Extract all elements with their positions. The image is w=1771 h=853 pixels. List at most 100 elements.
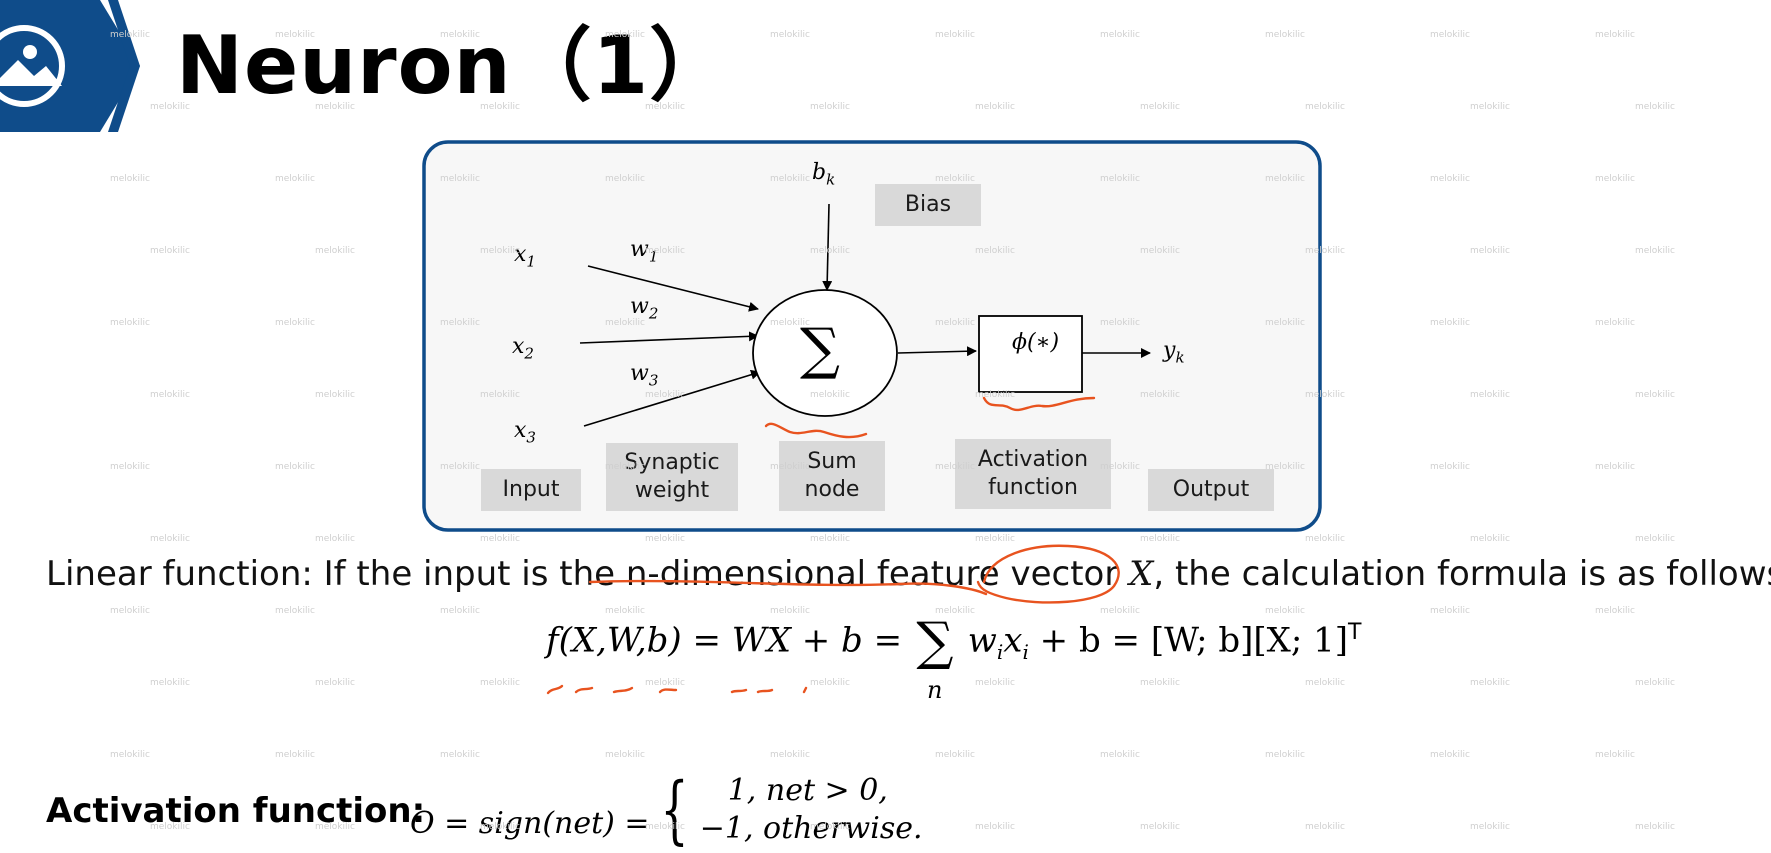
watermark: melokilic	[605, 174, 645, 184]
watermark: melokilic	[480, 246, 520, 256]
weight-symbol-w3: w3	[630, 361, 659, 390]
watermark: melokilic	[315, 390, 355, 400]
watermark: melokilic	[440, 606, 480, 616]
watermark: melokilic	[1140, 102, 1180, 112]
watermark: melokilic	[935, 606, 975, 616]
formula-rhs: + b = [W; b][X; 1]	[1028, 620, 1349, 661]
watermark: melokilic	[440, 318, 480, 328]
watermark: melokilic	[1635, 246, 1675, 256]
watermark: melokilic	[275, 606, 315, 616]
activation-symbol: ϕ(∗)	[1012, 330, 1060, 355]
watermark: melokilic	[810, 822, 850, 832]
watermark: melokilic	[1305, 102, 1345, 112]
watermark: melokilic	[1430, 318, 1470, 328]
watermark: melokilic	[315, 246, 355, 256]
watermark: melokilic	[150, 102, 190, 112]
slide-title: Neuron（1）	[176, 19, 731, 112]
watermark: melokilic	[1100, 318, 1140, 328]
watermark: melokilic	[1430, 462, 1470, 472]
watermark: melokilic	[605, 30, 645, 40]
watermark: melokilic	[275, 30, 315, 40]
watermark: melokilic	[975, 246, 1015, 256]
watermark: melokilic	[1305, 678, 1345, 688]
watermark: melokilic	[1430, 30, 1470, 40]
watermark: melokilic	[315, 678, 355, 688]
watermark: melokilic	[1305, 246, 1345, 256]
watermark: melokilic	[1470, 102, 1510, 112]
formula-sum: ∑n	[916, 612, 954, 704]
watermark: melokilic	[1265, 30, 1305, 40]
watermark: melokilic	[810, 678, 850, 688]
watermark: melokilic	[645, 390, 685, 400]
linear-formula: f(X,W,b) = WX + b = ∑n wixi + b = [W; b]…	[546, 612, 1362, 704]
input-arrow-2	[579, 331, 759, 344]
watermark: melokilic	[1100, 174, 1140, 184]
watermark: melokilic	[1470, 822, 1510, 832]
activation-function-heading: Activation function:	[46, 791, 426, 831]
watermark: melokilic	[1430, 174, 1470, 184]
watermark: melokilic	[935, 750, 975, 760]
sum-to-activation-arrow	[897, 346, 977, 357]
input-symbol-x2: x2	[512, 334, 534, 363]
watermark: melokilic	[1595, 318, 1635, 328]
image-icon	[0, 25, 65, 107]
watermark: melokilic	[1140, 534, 1180, 544]
watermark: melokilic	[810, 246, 850, 256]
watermark: melokilic	[935, 174, 975, 184]
linear-function-sentence: Linear function: If the input is the n-d…	[46, 554, 1771, 594]
input-arrow-1	[587, 265, 759, 312]
watermark: melokilic	[110, 462, 150, 472]
watermark: melokilic	[1100, 30, 1140, 40]
bias-symbol: bk	[812, 160, 836, 189]
activation-formula: O = sign(net) = { 1, net > 0, −1, otherw…	[410, 770, 923, 850]
input-arrow-3	[583, 369, 761, 427]
activation-function-label: Activation function	[955, 439, 1111, 509]
sum-node-circle	[752, 289, 898, 417]
watermark: melokilic	[1635, 102, 1675, 112]
watermark: melokilic	[1595, 174, 1635, 184]
watermark: melokilic	[1470, 534, 1510, 544]
watermark: melokilic	[1595, 750, 1635, 760]
watermark: melokilic	[315, 822, 355, 832]
watermark: melokilic	[1635, 390, 1675, 400]
watermark: melokilic	[110, 30, 150, 40]
watermark: melokilic	[275, 318, 315, 328]
watermark: melokilic	[440, 462, 480, 472]
watermark: melokilic	[935, 318, 975, 328]
input-symbol-x3: x3	[514, 418, 536, 447]
watermark: melokilic	[480, 678, 520, 688]
watermark: melokilic	[1140, 246, 1180, 256]
input-label: Input	[481, 469, 581, 511]
watermark: melokilic	[480, 390, 520, 400]
sum-node-label: Sum node	[779, 441, 885, 511]
watermark: melokilic	[975, 534, 1015, 544]
sum-symbol: ∑	[800, 317, 840, 382]
watermark: melokilic	[975, 678, 1015, 688]
activation-lhs: O = sign(net) =	[410, 805, 650, 841]
watermark: melokilic	[150, 534, 190, 544]
watermark: melokilic	[605, 606, 645, 616]
watermark: melokilic	[1305, 822, 1345, 832]
watermark: melokilic	[110, 750, 150, 760]
watermark: melokilic	[605, 750, 645, 760]
watermark: melokilic	[1430, 606, 1470, 616]
watermark: melokilic	[110, 318, 150, 328]
watermark: melokilic	[440, 750, 480, 760]
watermark: melokilic	[935, 462, 975, 472]
watermark: melokilic	[150, 390, 190, 400]
watermark: melokilic	[1595, 462, 1635, 472]
input-symbol-x1: x1	[514, 242, 536, 271]
watermark: melokilic	[645, 102, 685, 112]
watermark: melokilic	[150, 822, 190, 832]
watermark: melokilic	[605, 462, 645, 472]
watermark: melokilic	[975, 390, 1015, 400]
watermark: melokilic	[1100, 606, 1140, 616]
watermark: melokilic	[275, 462, 315, 472]
watermark: melokilic	[1470, 678, 1510, 688]
watermark: melokilic	[315, 534, 355, 544]
watermark: melokilic	[770, 174, 810, 184]
watermark: melokilic	[275, 750, 315, 760]
watermark: melokilic	[1265, 318, 1305, 328]
watermark: melokilic	[1140, 678, 1180, 688]
watermark: melokilic	[770, 750, 810, 760]
